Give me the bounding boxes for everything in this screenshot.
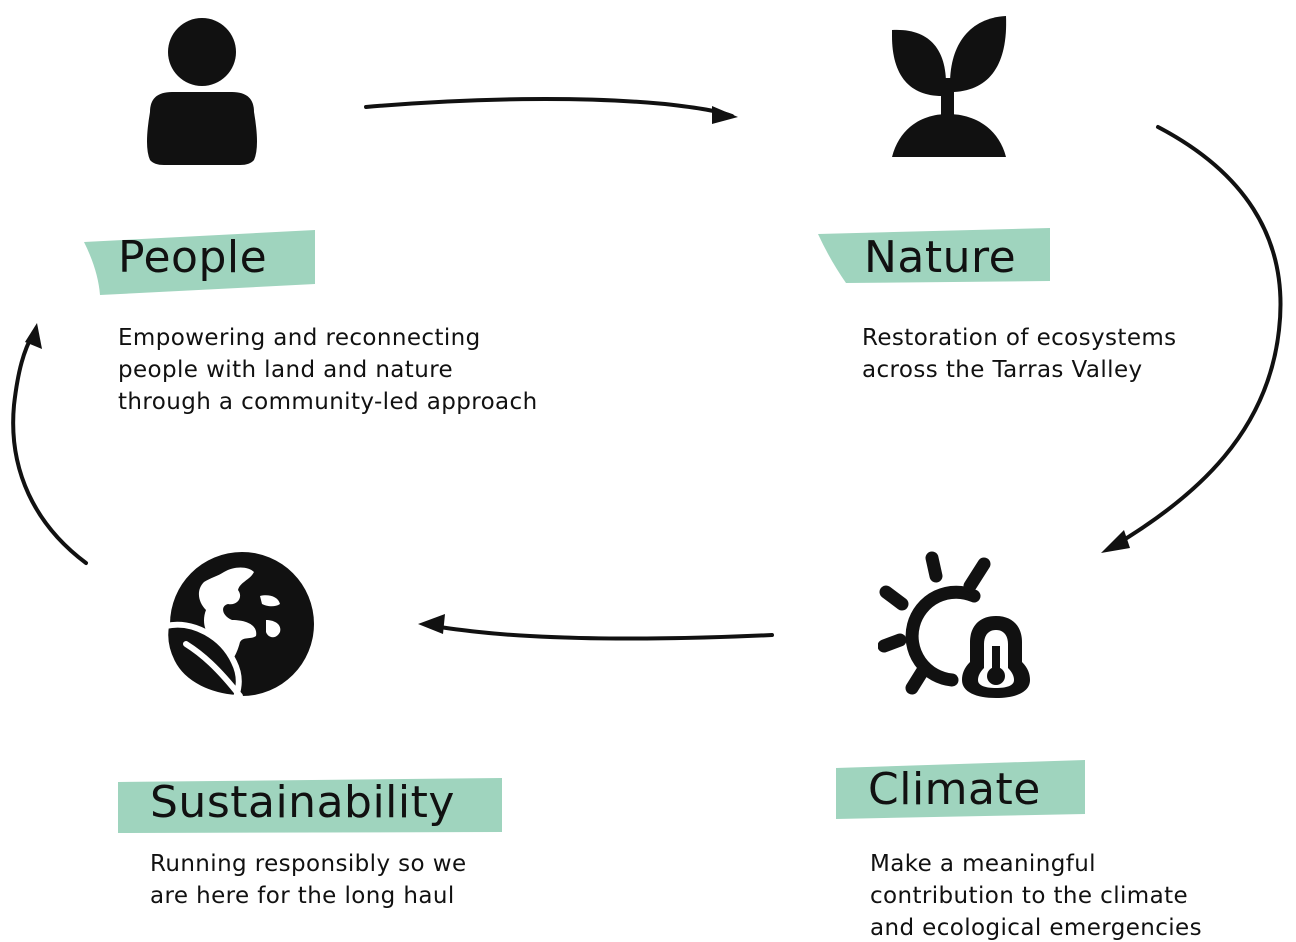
people-description-line: people with land and nature [118,357,454,383]
people-description: Empowering and reconnecting people with … [118,322,538,418]
arrow-nature-to-climate [1110,125,1283,549]
climate-description-line: Make a meaningful [870,851,1096,877]
nature-title: Nature [864,232,1017,283]
arrow-sustainability-to-people [11,332,88,565]
climate-description-line: contribution to the climate [870,883,1189,909]
people-description-line: through a community-led approach [118,389,538,415]
climate-title: Climate [868,764,1041,815]
sustainability-description: Running responsibly so we are here for t… [150,848,467,912]
climate-description-line: and ecological emergencies [870,915,1202,941]
sustainability-title-highlight [118,778,502,833]
sun-thermometer-icon [878,550,1034,700]
people-title: People [118,232,268,283]
sprout-icon [890,14,1010,160]
arrow-climate-to-sustainability [430,624,774,641]
people-title-highlight [84,230,315,295]
nature-description: Restoration of ecosystems across the Tar… [862,322,1177,386]
person-icon [140,12,264,168]
nature-description-line: across the Tarras Valley [862,357,1143,383]
sustainability-title: Sustainability [150,777,455,828]
arrow-people-to-nature [364,96,734,118]
sustainability-description-line: are here for the long haul [150,883,455,909]
nature-description-line: Restoration of ecosystems [862,325,1177,351]
nature-title-highlight [818,228,1050,283]
people-description-line: Empowering and reconnecting [118,325,481,351]
climate-description: Make a meaningful contribution to the cl… [870,848,1202,942]
sustainability-description-line: Running responsibly so we [150,851,467,877]
globe-leaf-icon [162,550,318,702]
climate-title-highlight [836,760,1085,819]
